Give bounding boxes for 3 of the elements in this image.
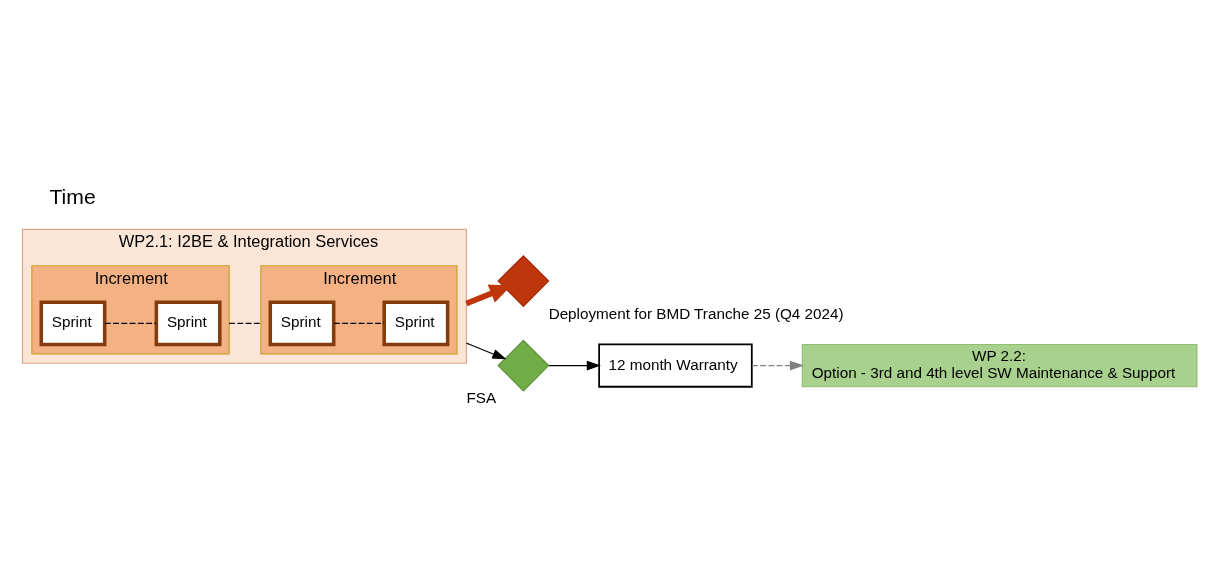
node-label: FSA [466, 389, 497, 407]
label: Time [49, 185, 96, 209]
node-label: Deployment for BMD Tranche 25 (Q4 2024) [548, 304, 844, 322]
